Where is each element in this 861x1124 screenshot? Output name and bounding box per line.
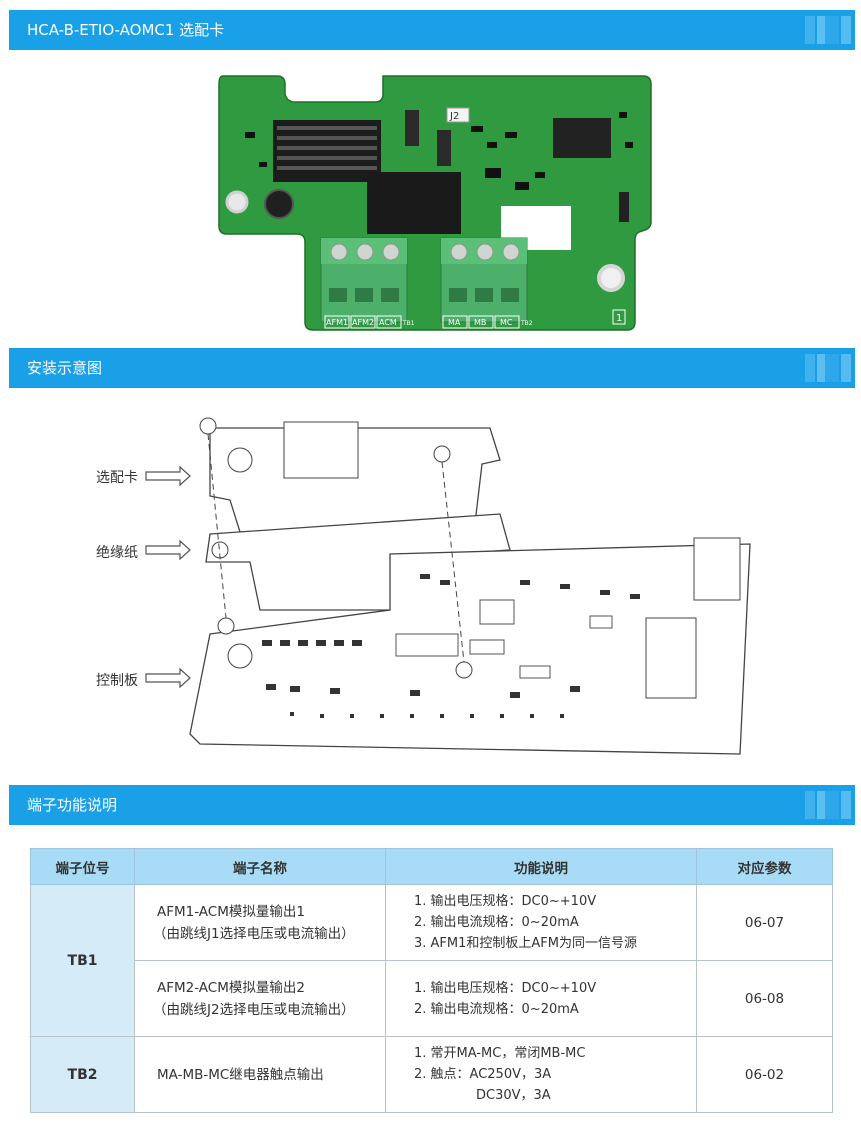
board-id-mark: 1 (616, 313, 622, 324)
tb2-terminal-ma: MA (448, 318, 461, 327)
table-row: TB1 AFM1-ACM模拟量输出1 （由跳线J1选择电压或电流输出） 1. 输… (30, 884, 833, 1037)
function-description-cell: 1. 输出电压规格：DC0~+10V 2. 输出电流规格：0~20mA (385, 960, 697, 1037)
terminal-function-table: 端子位号 端子名称 功能说明 对应参数 TB1 AFM1-ACM模拟量输出1 （… (30, 848, 833, 1113)
terminal-name-cell: MA-MB-MC继电器触点输出 (134, 1036, 386, 1113)
tb2-terminal-mb: MB (474, 318, 486, 327)
table-row: AFM2-ACM模拟量输出2 （由跳线J2选择电压或电流输出） 1. 输出电压规… (31, 960, 833, 1037)
terminal-section-title: 端子功能说明 (27, 796, 118, 814)
tb1-terminal-acm: ACM (379, 318, 397, 327)
terminal-section-header: 端子功能说明 (9, 785, 855, 825)
table-header-row: 端子位号 端子名称 功能说明 对应参数 (30, 848, 833, 885)
tb2-label: TB2 (520, 320, 533, 327)
parameter-cell: 06-02 (696, 1036, 833, 1113)
header-function-description: 功能说明 (385, 848, 697, 885)
header-terminal-name: 端子名称 (134, 848, 386, 885)
card-section-title: HCA-B-ETIO-AOMC1 选配卡 (27, 21, 225, 39)
label-insulation-paper: 绝缘纸 (96, 545, 138, 561)
terminal-position-cell: TB1 (30, 884, 135, 1037)
installation-diagram (90, 404, 770, 774)
card-section-header: HCA-B-ETIO-AOMC1 选配卡 (9, 10, 855, 50)
terminal-name-cell: AFM2-ACM模拟量输出2 （由跳线J2选择电压或电流输出） (134, 960, 386, 1037)
terminal-position-cell: TB2 (30, 1036, 135, 1113)
parameter-cell: 06-07 (696, 884, 833, 961)
header-parameter: 对应参数 (696, 848, 833, 885)
tb1-terminal-afm2: AFM2 (352, 318, 374, 327)
option-card-photo: J2 AFM1 AF (215, 72, 660, 334)
function-description-cell: 1. 输出电压规格：DC0~+10V 2. 输出电流规格：0~20mA 3. A… (385, 884, 697, 961)
function-description-cell: 1. 常开MA-MC，常闭MB-MC 2. 触点：AC250V，3A DC30V… (385, 1036, 697, 1113)
table-row: TB2 MA-MB-MC继电器触点输出 1. 常开MA-MC，常闭MB-MC 2… (30, 1036, 833, 1113)
install-section-title: 安装示意图 (27, 359, 103, 377)
terminal-name-cell: AFM1-ACM模拟量输出1 （由跳线J1选择电压或电流输出） (134, 884, 386, 961)
parameter-cell: 06-08 (696, 960, 833, 1037)
jumper-label: J2 (449, 111, 459, 122)
arrow-icon (145, 465, 191, 689)
install-section-header: 安装示意图 (9, 348, 855, 388)
tb1-label: TB1 (402, 320, 415, 327)
tb2-terminal-mc: MC (500, 318, 513, 327)
header-terminal-position: 端子位号 (30, 848, 135, 885)
tb1-terminal-afm1: AFM1 (326, 318, 348, 327)
label-control-board: 控制板 (96, 673, 138, 689)
label-option-card: 选配卡 (96, 470, 138, 486)
